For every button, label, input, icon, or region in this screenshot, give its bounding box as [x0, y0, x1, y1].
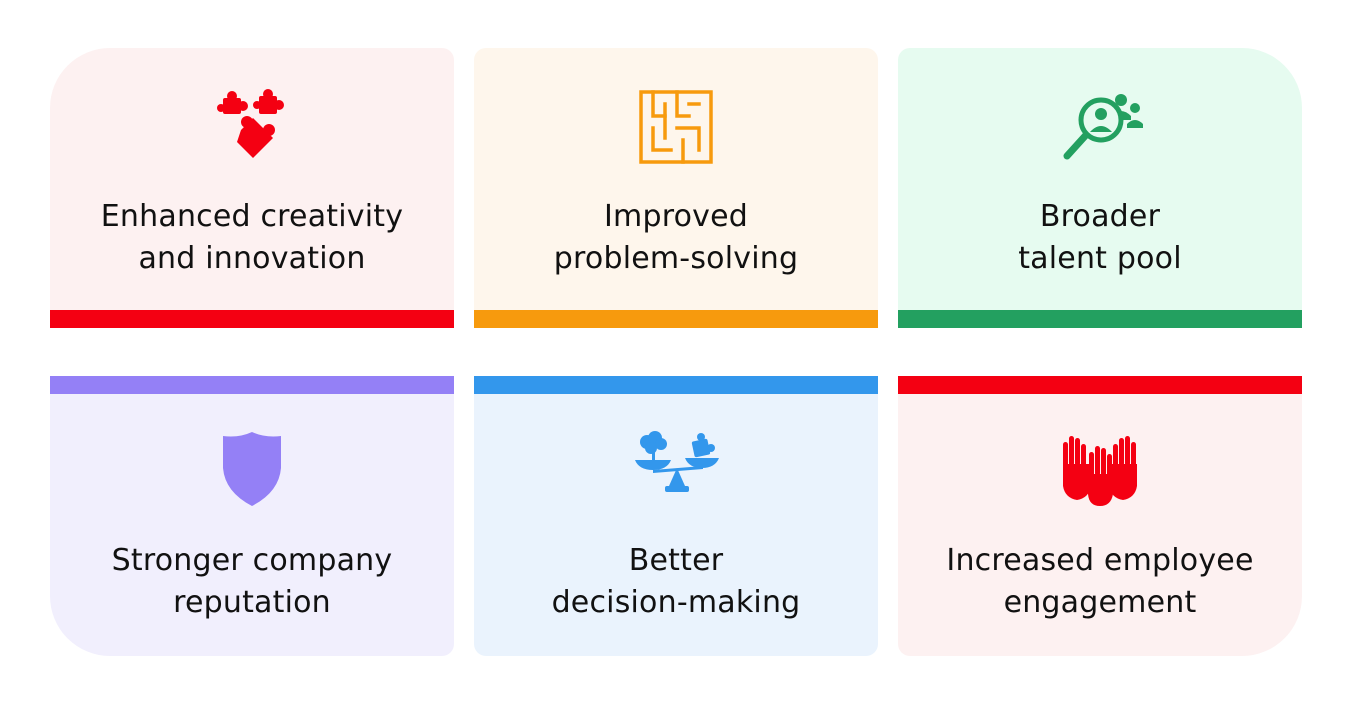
- card-creativity: Enhanced creativity and innovation: [50, 48, 454, 328]
- card-engagement: Increased employee engagement: [898, 376, 1302, 656]
- puzzle-pieces-icon: [207, 86, 297, 166]
- accent-bar: [474, 376, 878, 394]
- raised-hands-icon: [1055, 428, 1145, 508]
- shield-icon: [207, 428, 297, 508]
- card-label: Stronger company reputation: [111, 543, 393, 620]
- card-talent: Broader talent pool: [898, 48, 1302, 328]
- accent-bar: [474, 310, 878, 328]
- balance-scale-icon: [631, 428, 721, 508]
- card-label: Enhanced creativity and innovation: [100, 199, 404, 276]
- talent-search-icon: [1055, 86, 1145, 166]
- card-label: Better decision-making: [551, 543, 801, 620]
- accent-bar: [50, 376, 454, 394]
- accent-bar: [898, 376, 1302, 394]
- card-problem-solving: Improved problem-solving: [474, 48, 878, 328]
- card-reputation: Stronger company reputation: [50, 376, 454, 656]
- maze-icon: [631, 86, 721, 166]
- card-label: Improved problem-solving: [553, 199, 799, 276]
- card-label: Increased employee engagement: [946, 543, 1254, 620]
- accent-bar: [898, 310, 1302, 328]
- card-decision: Better decision-making: [474, 376, 878, 656]
- card-label: Broader talent pool: [1018, 199, 1182, 276]
- accent-bar: [50, 310, 454, 328]
